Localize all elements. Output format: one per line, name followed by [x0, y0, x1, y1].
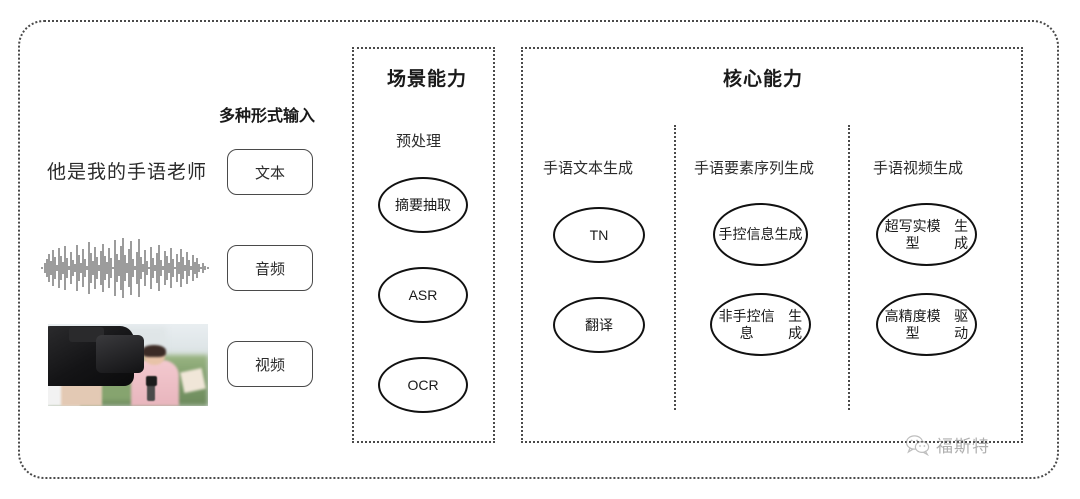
node-hyperrealistic-model-generation[interactable]: 超写实模型 生成 — [876, 203, 977, 266]
node-label-tn: TN — [589, 226, 609, 243]
input-sentence-text: 他是我的手语老师 — [47, 162, 208, 183]
wechat-bubble-icon — [905, 434, 930, 456]
node-label-hyperrealistic-model-generation-line1: 超写实模型 — [884, 217, 941, 251]
watermark-text: 福斯特 — [936, 437, 990, 456]
node-label-non-manual-signal-generation-line1: 非手控信息 — [718, 307, 775, 341]
thumb-reporter-hair — [142, 345, 167, 357]
audio-waveform-icon — [41, 238, 209, 298]
thumb-microphone-head — [145, 375, 157, 386]
modality-box-text[interactable]: 文本 — [227, 149, 313, 195]
node-label-summary-extraction: 摘要抽取 — [395, 196, 451, 213]
node-label-non-manual-signal-generation-line2: 生成 — [788, 307, 803, 341]
modality-label-text: 文本 — [254, 164, 285, 182]
modality-label-audio: 音频 — [254, 260, 285, 278]
core-panel-title: 核心能力 — [723, 69, 804, 90]
node-label-high-precision-model-driving-line1: 高精度模型 — [884, 307, 941, 341]
thumb-microphone-handle — [147, 383, 156, 402]
core-column-label-sign-video-generation: 手语视频生成 — [873, 160, 964, 177]
node-label-ocr: OCR — [407, 376, 439, 393]
core-column-label-sign-element-sequence-generation: 手语要素序列生成 — [694, 160, 815, 177]
scene-panel-title: 场景能力 — [387, 69, 468, 90]
node-tn[interactable]: TN — [553, 207, 645, 263]
node-translation[interactable]: 翻译 — [553, 297, 645, 353]
node-label-translation: 翻译 — [585, 316, 613, 333]
modality-box-video[interactable]: 视频 — [227, 341, 313, 387]
scene-section-label: 预处理 — [396, 133, 442, 150]
node-non-manual-signal-generation[interactable]: 非手控信息 生成 — [710, 293, 811, 356]
node-ocr[interactable]: OCR — [378, 357, 468, 413]
node-summary-extraction[interactable]: 摘要抽取 — [378, 177, 468, 233]
scene-capability-panel — [352, 47, 495, 443]
modality-box-audio[interactable]: 音频 — [227, 245, 313, 291]
thumb-camera-hood — [68, 327, 104, 343]
modality-label-video: 视频 — [254, 356, 285, 374]
node-asr[interactable]: ASR — [378, 267, 468, 323]
node-label-manual-signal-generation-line2: 生成 — [774, 226, 803, 243]
watermark: 福斯特 — [905, 432, 990, 457]
node-label-high-precision-model-driving-line2: 驱动 — [954, 307, 969, 341]
node-label-asr: ASR — [408, 286, 438, 303]
outer-frame — [18, 20, 1059, 479]
node-label-hyperrealistic-model-generation-line2: 生成 — [954, 217, 969, 251]
core-panel-divider-2 — [848, 125, 850, 410]
node-label-manual-signal-generation-line1: 手控信息 — [718, 226, 775, 243]
core-panel-divider-1 — [674, 125, 676, 410]
core-column-label-sign-text-generation: 手语文本生成 — [543, 160, 634, 177]
thumb-camera-lens — [96, 335, 144, 374]
input-section-heading: 多种形式输入 — [219, 108, 316, 125]
core-capability-panel — [521, 47, 1023, 443]
node-manual-signal-generation[interactable]: 手控信息 生成 — [713, 203, 808, 266]
node-high-precision-model-driving[interactable]: 高精度模型 驱动 — [876, 293, 977, 356]
video-thumbnail-image — [48, 324, 208, 406]
